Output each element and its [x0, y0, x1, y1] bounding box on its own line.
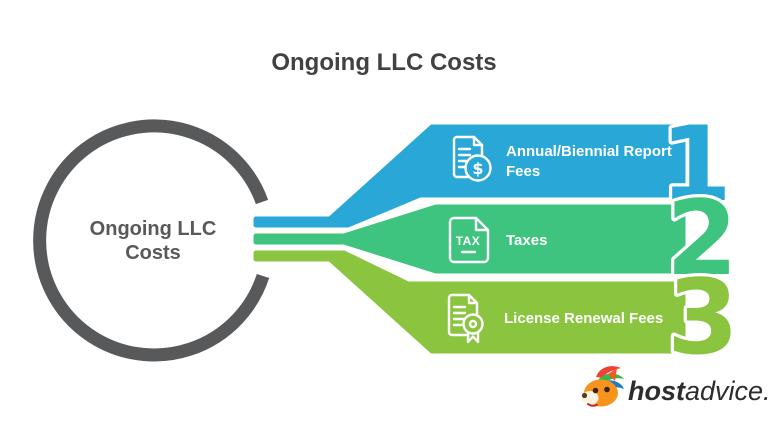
item-3-label-line1: License Renewal Fees: [504, 310, 663, 327]
dollar-circle: [464, 154, 492, 182]
logo-text-host: host: [628, 376, 686, 406]
logo-wordmark: hostadvice.: [628, 376, 768, 406]
item-row-2: 2 TAX Taxes: [253, 176, 741, 302]
license-certificate-icon: [447, 293, 484, 344]
center-circle-label-line1: Ongoing LLC: [90, 218, 217, 240]
fox-hair-red: [596, 366, 621, 378]
tax-document-icon: TAX: [448, 216, 490, 264]
item-3-number: 3: [667, 258, 739, 378]
page-title: Ongoing LLC Costs: [271, 49, 496, 76]
logo-text-advice: advice.: [685, 376, 768, 406]
fox-mascot-icon: [581, 366, 624, 407]
item-1-label-line2: Fees: [506, 163, 540, 180]
fox-ear: [608, 368, 617, 381]
tax-text: TAX: [456, 234, 481, 248]
award-badge-circle: [462, 313, 484, 335]
hostadvice-logo: hostadvice.: [581, 366, 768, 407]
center-circle-label-line2: Costs: [125, 242, 181, 264]
fox-nose: [581, 392, 588, 399]
item-1-number: 1: [660, 105, 732, 225]
center-circle: [33, 119, 270, 362]
item-row-1: 1 $ Annual/Biennial Report Fees: [253, 102, 735, 228]
fox-eye-left: [592, 387, 599, 394]
item-2-banner-shape: [253, 204, 686, 274]
dollar-sign: $: [472, 159, 483, 178]
item-2-number: 2: [666, 179, 738, 299]
fox-eye-right: [604, 386, 610, 393]
award-badge-dot: [468, 319, 478, 329]
fox-mouth: [587, 403, 598, 407]
item-1-label-line1: Annual/Biennial Report: [506, 143, 672, 160]
report-dollar-icon: $: [452, 135, 492, 182]
item-2-label-line1: Taxes: [506, 232, 547, 249]
item-row-3: 3 License Renewal Fees: [253, 250, 742, 381]
